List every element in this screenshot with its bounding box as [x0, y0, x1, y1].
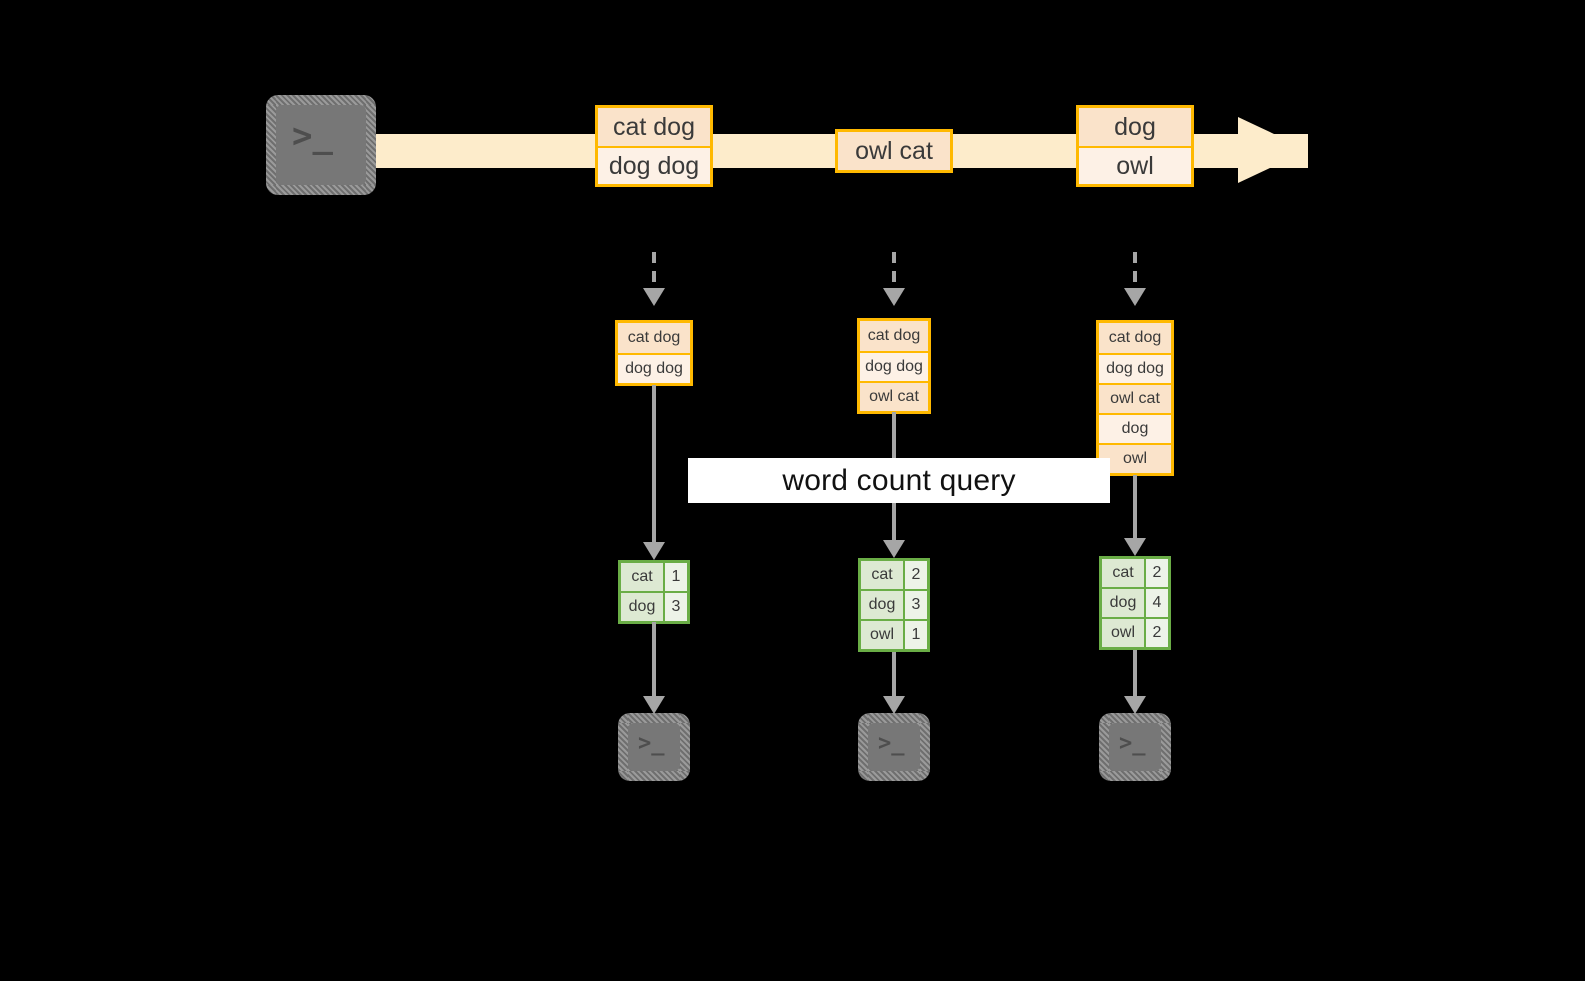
snapshot-2-query-arrowhead [883, 540, 905, 558]
stream-event-2-line-1: owl cat [838, 132, 950, 170]
stream-event-3: dog owl [1076, 105, 1194, 187]
stream-event-3-line-1: dog [1079, 108, 1191, 146]
snapshot-3-trigger-arrowhead [1124, 288, 1146, 306]
snapshot-3-query-arrowhead [1124, 538, 1146, 556]
snapshot-2-input: cat dog dog dog owl cat [857, 318, 931, 414]
terminal-screen: >_ [628, 723, 680, 771]
snapshot-1-input: cat dog dog dog [615, 320, 693, 386]
result-count: 2 [1144, 559, 1168, 587]
terminal-prompt-glyph: >_ [292, 116, 333, 156]
result-count: 4 [1144, 589, 1168, 617]
terminal-prompt-glyph: >_ [878, 731, 905, 756]
snapshot-1-sink-terminal-icon: >_ [618, 713, 690, 781]
snapshot-3-result-table: cat 2 dog 4 owl 2 [1099, 556, 1171, 650]
snapshot-2-sink-terminal-icon: >_ [858, 713, 930, 781]
table-row: dog 3 [861, 589, 927, 619]
result-word: cat [1102, 559, 1144, 587]
table-row: dog 3 [621, 591, 687, 621]
snapshot-3-sink-arrowhead [1124, 696, 1146, 714]
table-row: cat 2 [861, 561, 927, 589]
snapshot-1-query-line [652, 385, 656, 550]
result-count: 3 [663, 593, 687, 621]
result-count: 2 [1144, 619, 1168, 647]
stream-event-3-line-2: owl [1079, 146, 1191, 184]
terminal-screen: >_ [276, 105, 366, 185]
terminal-prompt-glyph: >_ [1119, 731, 1146, 756]
result-word: dog [621, 593, 663, 621]
snapshot-1-trigger-arrowhead [643, 288, 665, 306]
result-word: dog [1102, 589, 1144, 617]
table-row: owl 2 [1102, 617, 1168, 647]
result-count: 1 [663, 563, 687, 591]
table-row: dog 4 [1102, 587, 1168, 617]
snapshot-1-sink-arrowhead [643, 696, 665, 714]
snapshot-3-trigger-line [1133, 252, 1137, 292]
snapshot-2-trigger-line [892, 252, 896, 292]
snapshot-3-sink-line [1133, 650, 1137, 702]
snapshot-1-input-row-1: cat dog [618, 323, 690, 353]
table-row: cat 2 [1102, 559, 1168, 587]
snapshot-2-trigger-arrowhead [883, 288, 905, 306]
result-word: cat [861, 561, 903, 589]
snapshot-2-result-table: cat 2 dog 3 owl 1 [858, 558, 930, 652]
result-word: owl [1102, 619, 1144, 647]
result-count: 3 [903, 591, 927, 619]
terminal-prompt-glyph: >_ [638, 731, 665, 756]
stream-event-1: cat dog dog dog [595, 105, 713, 187]
snapshot-2-sink-arrowhead [883, 696, 905, 714]
banner-label: word count query [782, 463, 1016, 497]
snapshot-3-input: cat dog dog dog owl cat dog owl [1096, 320, 1174, 476]
stream-event-1-line-2: dog dog [598, 146, 710, 184]
snapshot-2-input-row-3: owl cat [860, 381, 928, 411]
snapshot-1-trigger-line [652, 252, 656, 292]
snapshot-2-sink-line [892, 652, 896, 702]
snapshot-1-input-row-2: dog dog [618, 353, 690, 383]
snapshot-1-result-table: cat 1 dog 3 [618, 560, 690, 624]
snapshot-3-input-row-2: dog dog [1099, 353, 1171, 383]
stream-event-2: owl cat [835, 129, 953, 173]
snapshot-3-input-row-4: dog [1099, 413, 1171, 443]
snapshot-3-input-row-5: owl [1099, 443, 1171, 473]
result-count: 1 [903, 621, 927, 649]
result-word: owl [861, 621, 903, 649]
snapshot-3-input-row-3: owl cat [1099, 383, 1171, 413]
stream-event-1-line-1: cat dog [598, 108, 710, 146]
source-terminal-icon: >_ [266, 95, 376, 195]
table-row: owl 1 [861, 619, 927, 649]
result-word: dog [861, 591, 903, 619]
word-count-query-banner: word count query [688, 458, 1110, 503]
snapshot-2-input-row-1: cat dog [860, 321, 928, 351]
snapshot-3-input-row-1: cat dog [1099, 323, 1171, 353]
snapshot-2-input-row-2: dog dog [860, 351, 928, 381]
stream-arrowhead [1238, 117, 1308, 183]
snapshot-1-query-arrowhead [643, 542, 665, 560]
table-row: cat 1 [621, 563, 687, 591]
terminal-screen: >_ [868, 723, 920, 771]
terminal-screen: >_ [1109, 723, 1161, 771]
snapshot-3-sink-terminal-icon: >_ [1099, 713, 1171, 781]
result-word: cat [621, 563, 663, 591]
snapshot-1-sink-line [652, 622, 656, 702]
result-count: 2 [903, 561, 927, 589]
snapshot-3-query-line [1133, 475, 1137, 547]
